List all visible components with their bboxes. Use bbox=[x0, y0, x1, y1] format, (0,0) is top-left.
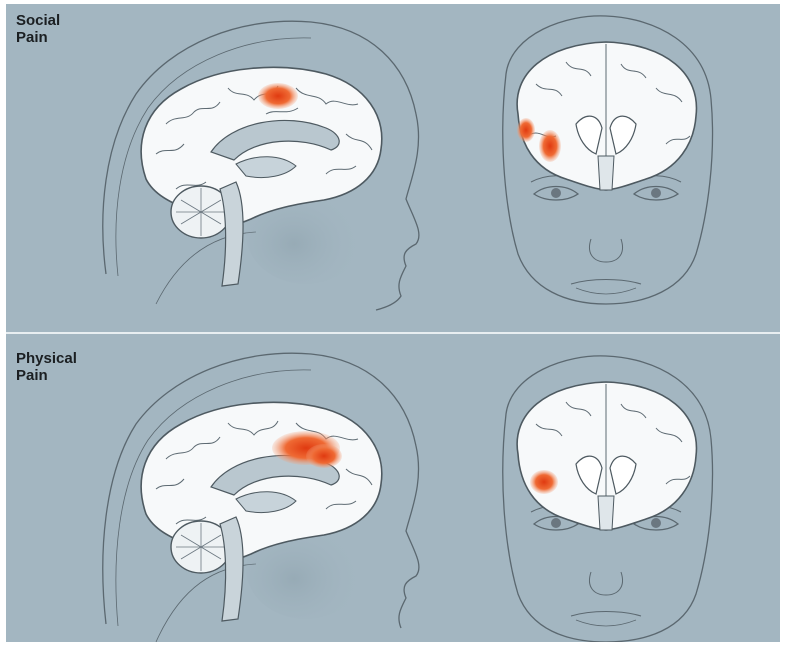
activation-spot bbox=[258, 83, 298, 109]
coronal-brain bbox=[517, 382, 696, 530]
physical-pain-panel: Physical Pain bbox=[6, 324, 780, 642]
panel-title-physical-pain: Physical Pain bbox=[16, 350, 77, 384]
activation-spot bbox=[306, 444, 342, 468]
social-pain-art bbox=[6, 4, 780, 324]
activation-spot bbox=[517, 118, 535, 142]
activation-spot bbox=[539, 130, 561, 162]
panel-title-social-pain: Social Pain bbox=[16, 12, 60, 46]
coronal-brain bbox=[517, 42, 696, 190]
physical-pain-art bbox=[6, 324, 780, 642]
activation-spot bbox=[530, 470, 558, 494]
illustration-frame: Social Pain bbox=[6, 4, 780, 642]
social-pain-panel: Social Pain bbox=[6, 4, 780, 323]
